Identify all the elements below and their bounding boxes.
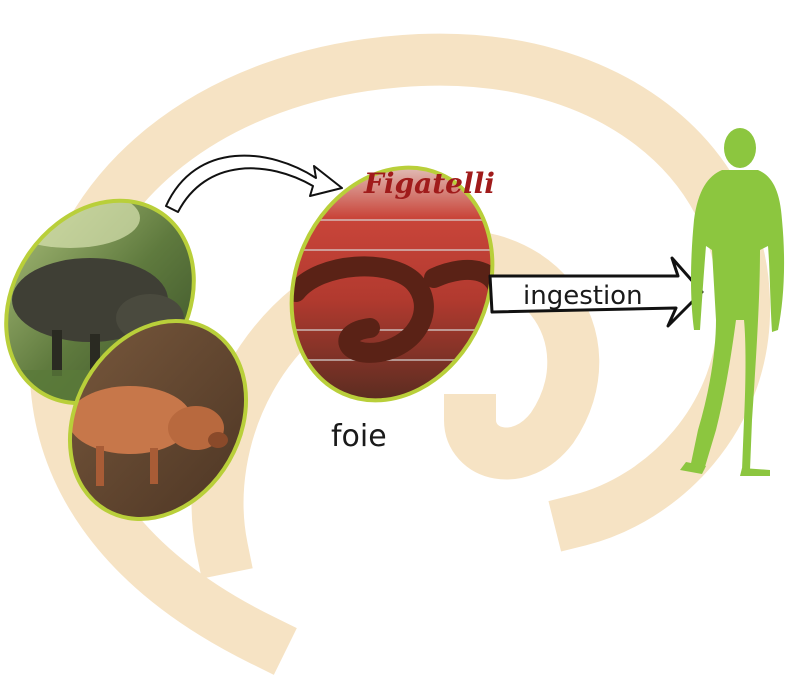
- grilled-figatelli-photo: Figatelli: [255, 135, 528, 432]
- figatelli-brand-text: Figatelli: [363, 167, 495, 200]
- liver-label: foie: [331, 419, 387, 454]
- ingestion-label: ingestion: [523, 281, 643, 311]
- curved-arrow-animals-to-figatelli: [166, 156, 342, 212]
